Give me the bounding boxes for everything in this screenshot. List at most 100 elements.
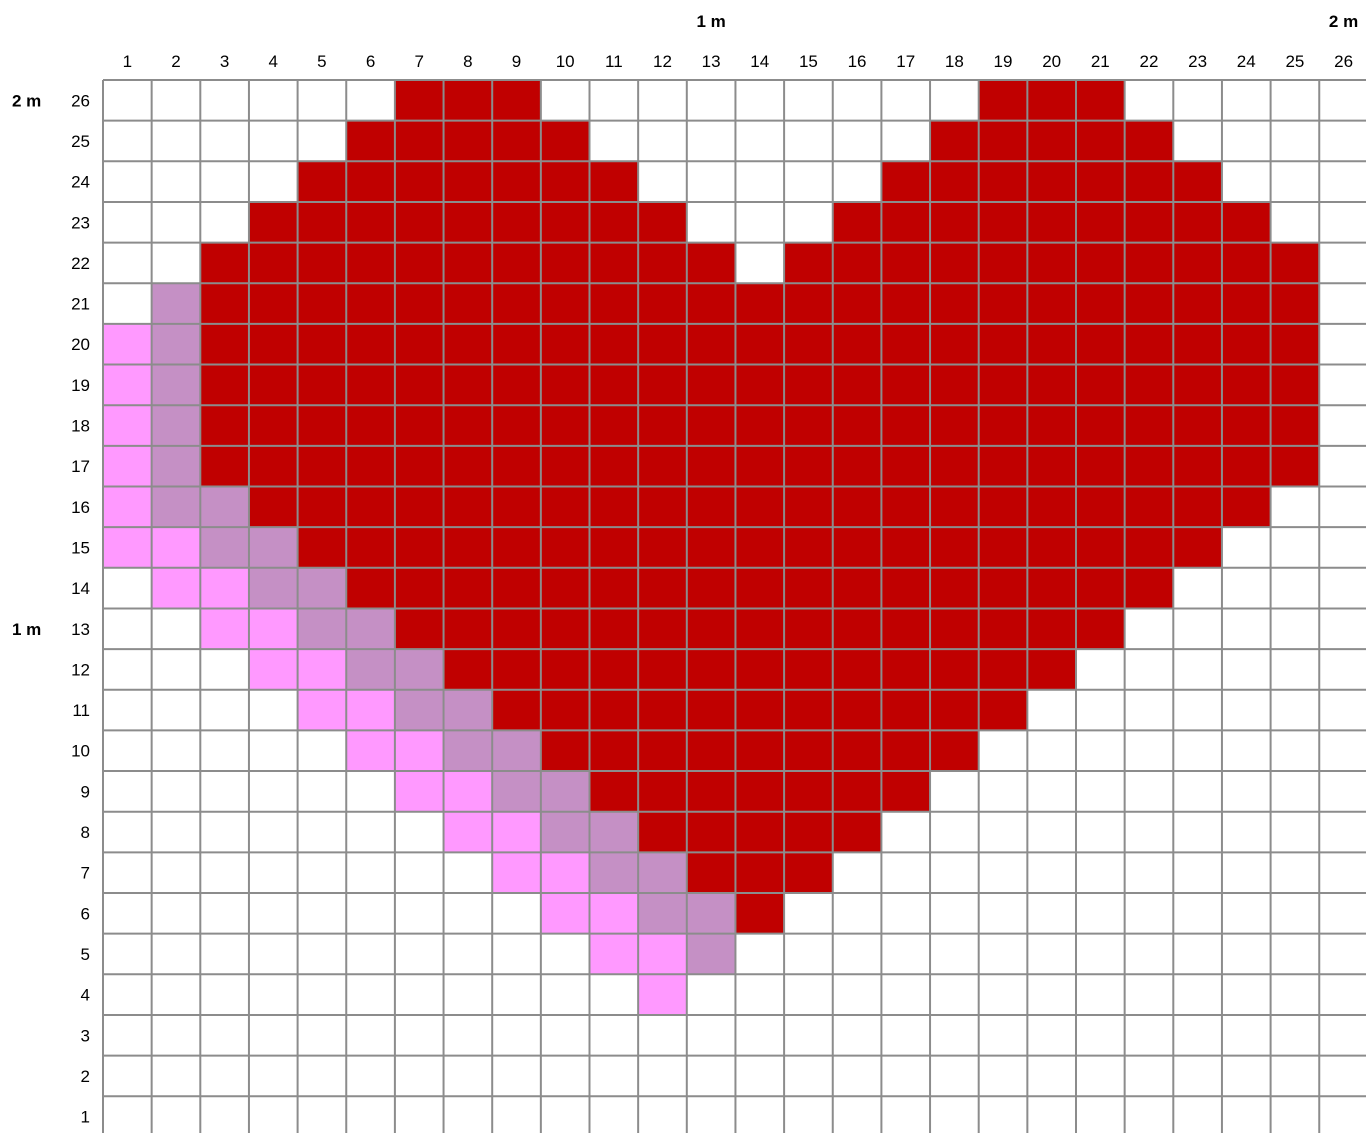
red-cell [687, 283, 736, 324]
red-cell [492, 487, 541, 528]
red-cell [1125, 121, 1174, 162]
red-cell [1173, 324, 1222, 365]
red-cell [444, 243, 493, 284]
red-cell [298, 161, 347, 202]
red-cell [395, 446, 444, 487]
red-cell [1125, 527, 1174, 568]
red-cell [541, 324, 590, 365]
mauve-cell [298, 568, 347, 609]
row-label: 18 [71, 417, 90, 436]
red-cell [1027, 649, 1076, 690]
red-cell [784, 324, 833, 365]
red-cell [1027, 121, 1076, 162]
red-cell [687, 324, 736, 365]
red-cell [395, 487, 444, 528]
mauve-cell [395, 690, 444, 731]
red-cell [784, 730, 833, 771]
red-cell [735, 730, 784, 771]
mauve-cell [541, 812, 590, 853]
row-label: 2 [81, 1067, 90, 1086]
red-cell [590, 771, 639, 812]
red-cell [541, 446, 590, 487]
red-cell [930, 202, 979, 243]
mauve-cell [444, 730, 493, 771]
pink-cell [200, 568, 249, 609]
pink-cell [346, 690, 395, 731]
red-cell [200, 365, 249, 406]
red-cell [1271, 283, 1320, 324]
red-cell [590, 527, 639, 568]
red-cell [638, 527, 687, 568]
row-label: 22 [71, 254, 90, 273]
column-label: 7 [414, 52, 423, 71]
red-cell [1173, 202, 1222, 243]
red-cell [687, 527, 736, 568]
red-cell [492, 243, 541, 284]
red-cell [1027, 446, 1076, 487]
red-cell [735, 690, 784, 731]
red-cell [590, 730, 639, 771]
red-cell [979, 283, 1028, 324]
red-cell [1027, 324, 1076, 365]
pink-cell [103, 324, 152, 365]
red-cell [833, 527, 882, 568]
red-cell [200, 405, 249, 446]
column-label: 17 [896, 52, 915, 71]
red-cell [784, 608, 833, 649]
red-cell [1076, 202, 1125, 243]
red-cell [930, 121, 979, 162]
mauve-cell [395, 649, 444, 690]
red-cell [735, 852, 784, 893]
red-cell [881, 568, 930, 609]
red-cell [590, 649, 639, 690]
red-cell [1076, 446, 1125, 487]
row-label: 7 [81, 864, 90, 883]
red-cell [1076, 365, 1125, 406]
red-cell [492, 161, 541, 202]
red-cell [979, 243, 1028, 284]
red-cell [492, 608, 541, 649]
red-cell [492, 283, 541, 324]
column-label: 3 [220, 52, 229, 71]
red-cell [833, 324, 882, 365]
red-cell [638, 812, 687, 853]
pink-cell [541, 893, 590, 934]
red-cell [1271, 243, 1320, 284]
red-cell [444, 446, 493, 487]
red-cell [930, 405, 979, 446]
red-cell [1222, 202, 1271, 243]
red-cell [930, 649, 979, 690]
red-cell [444, 487, 493, 528]
red-cell [1125, 568, 1174, 609]
red-cell [298, 527, 347, 568]
red-cell [590, 365, 639, 406]
red-cell [444, 161, 493, 202]
column-label: 4 [269, 52, 278, 71]
red-cell [784, 568, 833, 609]
red-cell [784, 487, 833, 528]
red-cell [687, 243, 736, 284]
red-cell [1076, 324, 1125, 365]
red-cell [249, 243, 298, 284]
cells-layer [103, 80, 1319, 1015]
column-label: 24 [1237, 52, 1256, 71]
red-cell [1076, 283, 1125, 324]
column-label: 20 [1042, 52, 1061, 71]
red-cell [346, 527, 395, 568]
column-label: 8 [463, 52, 472, 71]
mauve-cell [249, 568, 298, 609]
red-cell [687, 568, 736, 609]
pink-cell [152, 568, 201, 609]
pink-cell [541, 852, 590, 893]
column-label: 16 [848, 52, 867, 71]
red-cell [638, 243, 687, 284]
left-distance-marker: 2 m [12, 91, 41, 110]
red-cell [930, 568, 979, 609]
red-cell [833, 405, 882, 446]
red-cell [979, 527, 1028, 568]
mauve-cell [492, 730, 541, 771]
red-cell [638, 487, 687, 528]
red-cell [833, 730, 882, 771]
red-cell [249, 405, 298, 446]
